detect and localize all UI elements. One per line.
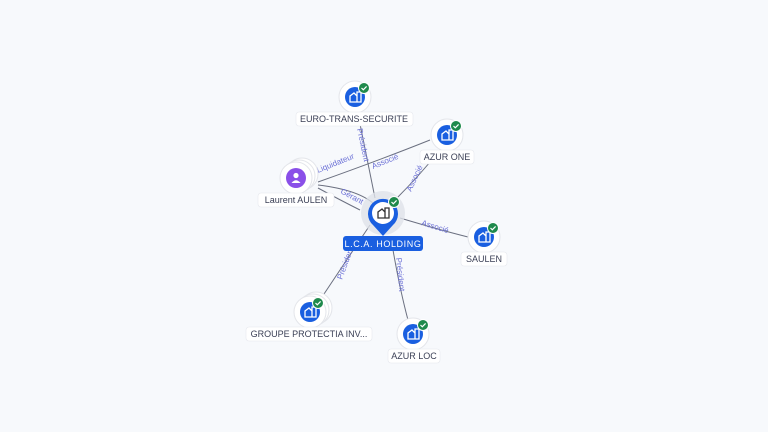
edge-laurent-lca-gerant [317,187,361,211]
verified-check-icon [449,119,463,133]
center-node-label: L.C.A. HOLDING [345,239,422,249]
edge-label: Associé [405,163,425,193]
edge-label: Liquidateur [315,152,355,175]
edge-lca-saulen [399,217,469,238]
verified-check-icon [357,81,371,95]
edge-lca-azur-loc [392,249,409,321]
node-saulen[interactable]: SAULEN [460,220,508,267]
person-icon [291,172,301,183]
edge-euro-trans [359,123,376,199]
edge-label: Président [355,128,371,164]
edge-label: Associé [420,218,450,235]
building-icon [377,207,390,219]
node-azur-one[interactable]: AZUR ONE [419,118,475,165]
node-groupe-protectia[interactable]: GROUPE PROTECTIA INV... [245,291,373,342]
verified-check-icon [486,221,500,235]
edges [317,123,469,321]
node-label: GROUPE PROTECTIA INV... [251,329,368,339]
node-euro-trans-securite[interactable]: EURO-TRANS-SECURITE [295,80,414,127]
node-lca-holding[interactable]: L.C.A. HOLDING [343,191,423,251]
node-label: EURO-TRANS-SECURITE [300,114,408,124]
node-label: SAULEN [466,254,502,264]
node-label: AZUR ONE [424,152,471,162]
edge-label: Associé [370,152,400,171]
edge-label: Président [394,257,407,292]
node-label: Laurent AULEN [265,195,328,205]
edge-label: Gérant [339,187,366,207]
verified-check-icon [311,296,325,310]
verified-check-icon [387,195,401,209]
node-laurent-aulen[interactable]: Laurent AULEN [257,157,335,208]
node-azur-loc[interactable]: AZUR LOC [387,317,441,364]
edge-laurent-azur-one [317,139,431,183]
node-label: AZUR LOC [391,351,437,361]
verified-check-icon [416,318,430,332]
